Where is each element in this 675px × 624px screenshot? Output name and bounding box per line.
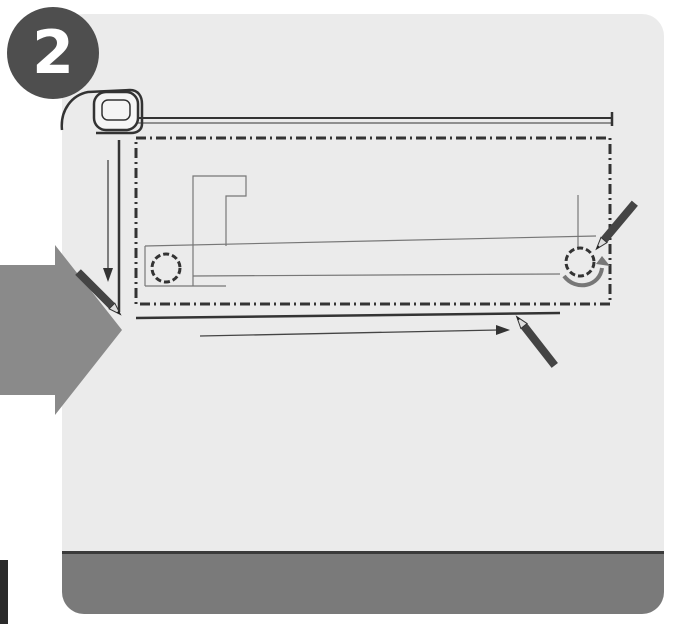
hole-marker-left <box>150 252 182 284</box>
step-number-badge: 2 <box>7 7 99 99</box>
pencil-icon <box>595 200 638 251</box>
outline-rectangle <box>134 136 612 306</box>
footer-band <box>62 551 664 614</box>
horizontal-measure-arrow <box>199 325 510 337</box>
component-outline <box>144 175 597 287</box>
floor-edge-line <box>135 311 561 320</box>
hole-marker-right <box>564 246 596 278</box>
step-number: 2 <box>32 18 74 88</box>
illustration-panel <box>62 14 664 614</box>
pencil-icon <box>515 315 558 368</box>
vertical-measure-arrow <box>103 160 113 282</box>
tape-measure-icon <box>60 88 614 135</box>
large-right-arrow-icon <box>0 245 122 415</box>
pencil-icon <box>75 269 122 316</box>
left-edge-strip <box>0 560 8 624</box>
rotate-arrow-icon <box>562 256 610 288</box>
